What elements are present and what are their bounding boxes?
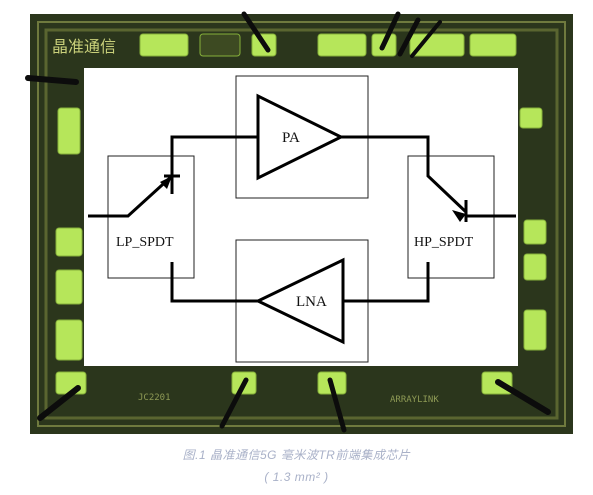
pad (523, 219, 547, 245)
pad (199, 33, 241, 57)
pad (55, 269, 83, 305)
probe-needle (241, 11, 271, 53)
hp-switch-arrow-icon (452, 210, 466, 222)
chip-brand: ARRAYLINK (390, 395, 439, 405)
probe-needle (495, 379, 551, 415)
pad (317, 33, 367, 57)
probe-needle (327, 377, 347, 433)
probe-needle (379, 11, 401, 51)
pa-label: PA (282, 130, 300, 146)
die-inner-ring (44, 28, 559, 420)
wire-lna-to-lp (170, 262, 258, 303)
chip-part-number: JC2201 (138, 393, 171, 403)
hp-spdt-label: HP_SPDT (414, 235, 474, 250)
pad (469, 33, 517, 57)
probe-needle (219, 377, 249, 429)
lna-label: LNA (296, 294, 327, 310)
probe-needle (397, 17, 421, 57)
lp-switch-arrow-icon (160, 176, 172, 189)
probe-needle (25, 75, 79, 85)
die-border (37, 21, 566, 427)
probe-needle (37, 385, 81, 421)
lp-spdt-label: LP_SPDT (116, 235, 174, 250)
pad (523, 253, 547, 281)
wire-hp-to-lna (343, 262, 430, 303)
pad (57, 107, 81, 155)
chip-logo-text: 晶准通信 (52, 37, 116, 56)
figure-caption: 图.1 晶准通信5G 毫米波TR前端集成芯片 (182, 448, 411, 462)
wire-left-input (88, 174, 174, 218)
probe-needle (410, 20, 442, 58)
left-pads (55, 107, 83, 361)
right-pads (519, 107, 547, 351)
wire-pa-to-hp (341, 135, 468, 214)
pad (519, 107, 543, 129)
pad (55, 227, 83, 257)
pad (139, 33, 189, 57)
pad (523, 309, 547, 351)
pad (55, 319, 83, 361)
pad (409, 33, 465, 57)
figure-caption-area: ( 1.3 mm² ) (264, 470, 329, 484)
probe-needles (25, 11, 551, 433)
